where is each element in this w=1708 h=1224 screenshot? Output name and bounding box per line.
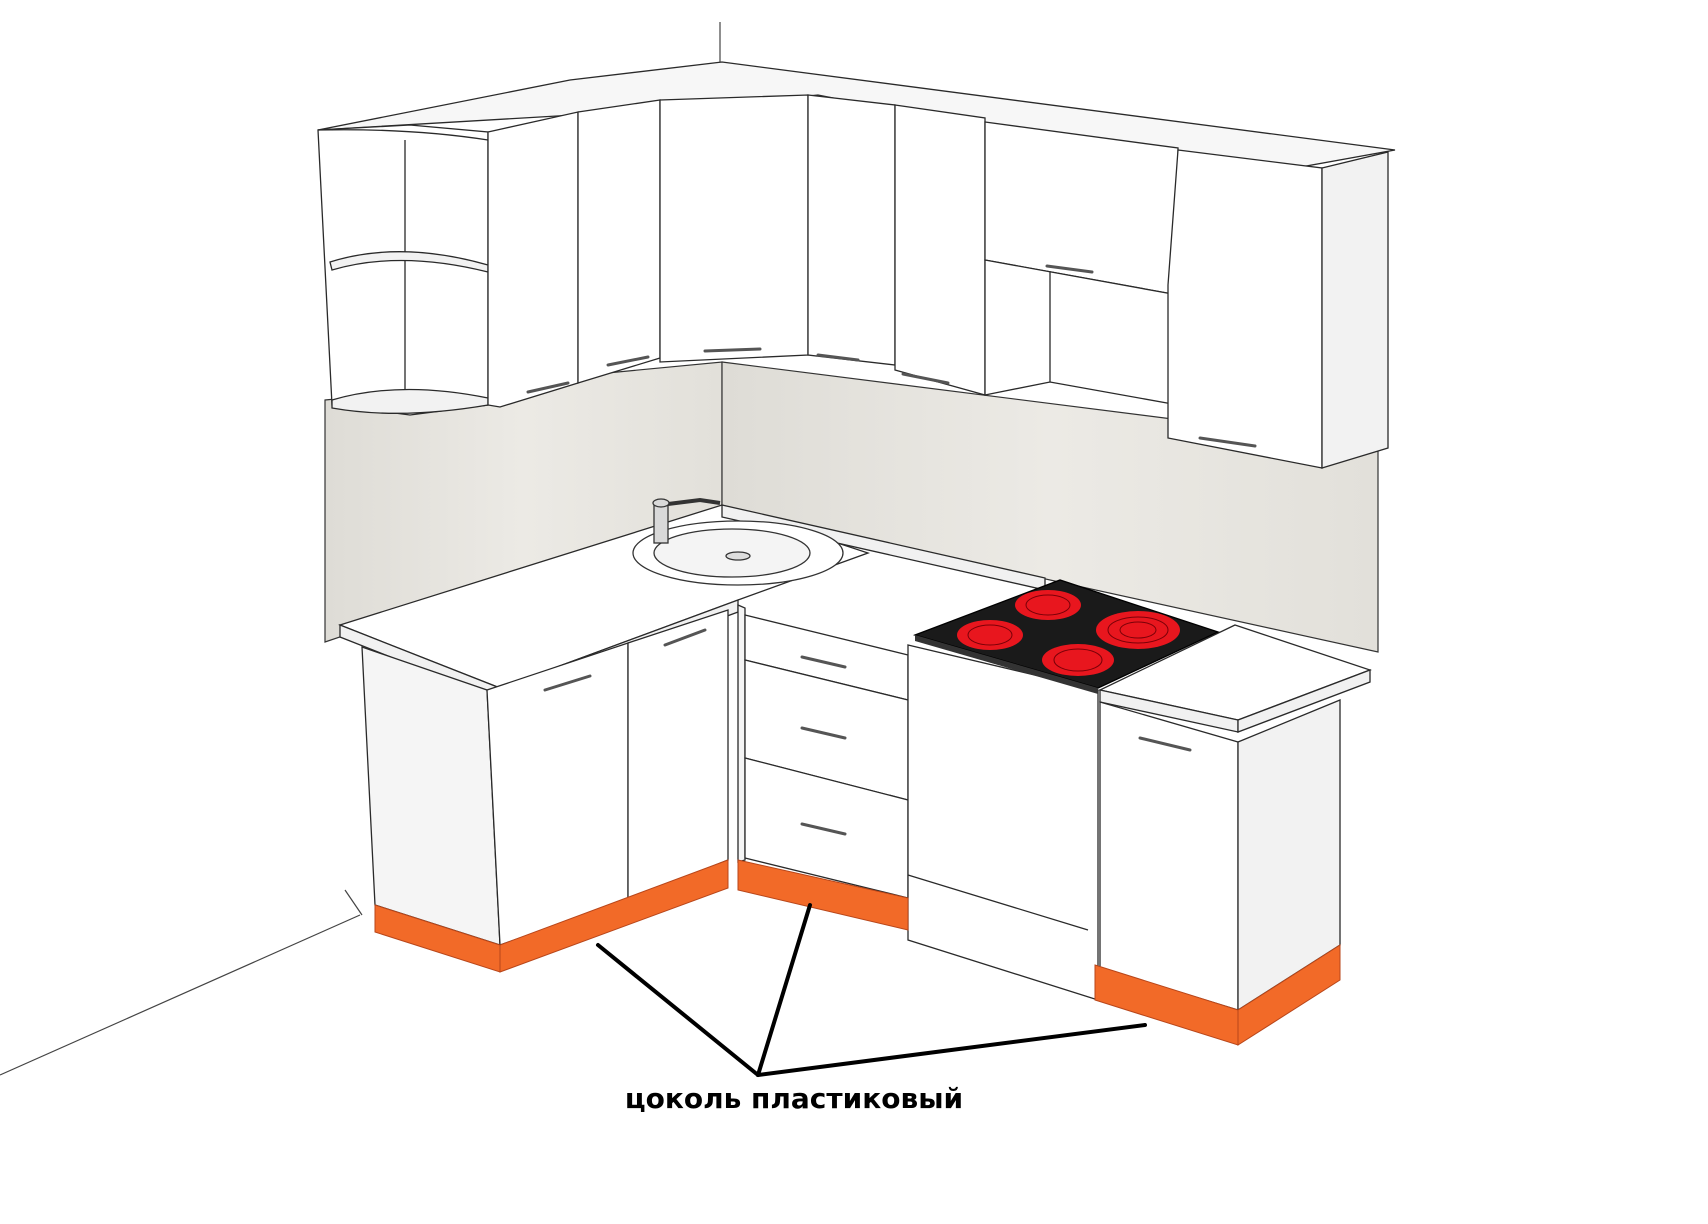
cooktop-icon [912,579,1220,694]
lower-side-panel [361,646,501,946]
handle-icon [526,264,1257,448]
caption-label: цоколь пластиковый [624,1082,964,1115]
lower-cabinets-left [361,604,746,946]
plinth-left-front [499,859,729,973]
drawer-panel [737,604,746,863]
shelf-curve-top [317,129,489,141]
plastic-plinth [374,859,1341,1046]
upper-end-side [1321,151,1389,469]
room-outline [0,22,721,1076]
upper-door-2 [577,99,661,384]
lower-door-right [1099,701,1239,1011]
open-shelf-unit [317,124,489,416]
upper-corner-door [659,94,809,363]
plinth-middle [737,859,909,931]
plinth-right-side [1237,944,1341,1046]
faucet-icon [652,497,721,544]
upper-door-3 [807,94,896,366]
leader-lines [596,903,1147,1077]
handle-icon [543,628,1192,836]
upper-end-door [1167,149,1323,469]
sink-icon [632,520,844,586]
burner-1 [1015,590,1081,620]
upper-door-4 [894,104,986,396]
lower-cabinet-right [1099,699,1341,1012]
burner-2 [957,620,1023,650]
upper-open-niche [984,259,1179,406]
upper-door-1 [487,111,579,408]
upper-cabinets [317,61,1396,469]
burner-4 [1042,644,1114,676]
lower-door-left-1 [486,642,629,946]
stove-cabinet [907,644,1099,1001]
drawer-unit [744,614,909,899]
lower-door-left-2 [627,609,729,901]
